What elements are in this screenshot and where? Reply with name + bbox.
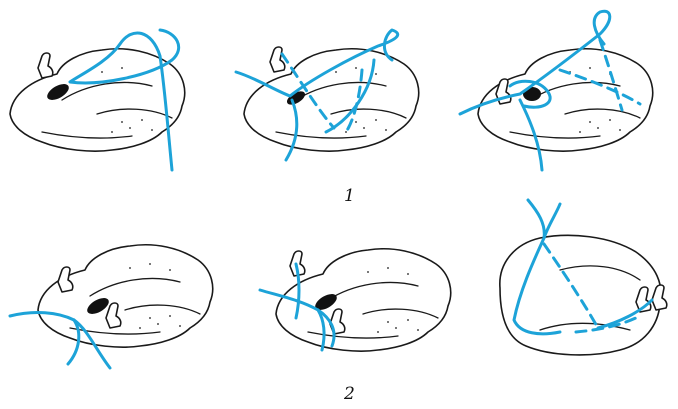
trussing-step-2 (236, 30, 419, 160)
trussing-step-5 (260, 249, 451, 351)
step-group-label-1: 1 (344, 186, 355, 206)
trussing-step-6 (500, 200, 667, 355)
step-group-label-2: 2 (344, 384, 355, 404)
trussing-step-3 (460, 11, 653, 170)
trussing-step-4 (10, 245, 213, 368)
trussing-step-1 (10, 30, 185, 170)
